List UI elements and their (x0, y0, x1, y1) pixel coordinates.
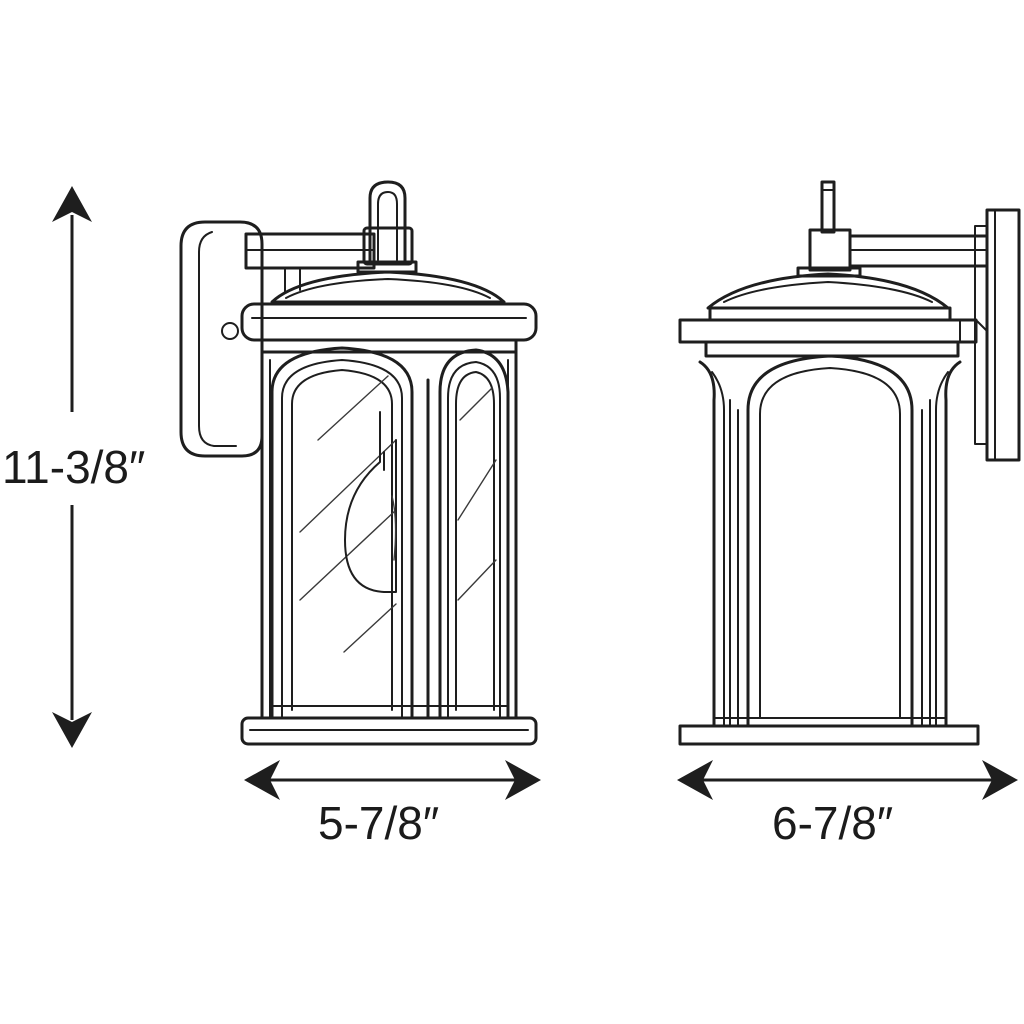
right-glass-panel (438, 348, 510, 720)
top-band (240, 302, 538, 354)
front-width-dimension-arrow (244, 760, 541, 800)
side-arched-window (737, 354, 923, 728)
side-top-band (678, 318, 987, 358)
side-width-dimension-label: 6-7/8″ (772, 797, 894, 849)
side-frame-posts (698, 360, 962, 728)
front-width-dimension-label: 5-7/8″ (318, 797, 440, 849)
lantern-front-view (179, 180, 538, 746)
side-finial-arm (796, 180, 989, 278)
roof-cap (270, 270, 506, 304)
side-width-dimension-arrow (677, 760, 1018, 800)
top-finial (356, 180, 418, 274)
side-wall-plate (974, 208, 1021, 462)
lantern-body (260, 350, 518, 720)
wall-backplate (179, 220, 264, 458)
lantern-base (240, 705, 538, 746)
side-lantern-base (678, 717, 980, 746)
height-dimension-label: 11-3/8″ (0, 438, 148, 496)
left-glass-panel (270, 346, 414, 720)
side-roof-cap (706, 272, 952, 322)
height-dimension-arrow (52, 186, 92, 748)
lantern-side-view (678, 180, 1021, 746)
